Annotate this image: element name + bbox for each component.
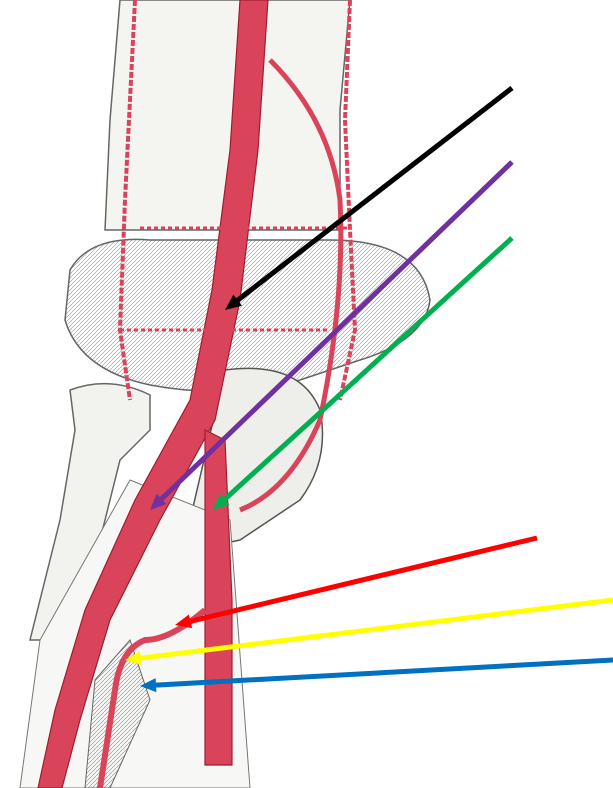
arrow-head [213, 494, 230, 510]
arrow-blue [140, 657, 613, 693]
brachial-artery [37, 0, 269, 788]
collateral-branch-right [338, 0, 358, 401]
collateral-branch-left [117, 0, 137, 401]
arrow-green [213, 236, 514, 510]
tendon [84, 639, 151, 788]
arrow-shaft [155, 657, 613, 688]
arrow-shaft [236, 86, 514, 303]
arrow-purple [150, 160, 514, 510]
anastomosis-line [120, 226, 350, 332]
arrow-head [175, 614, 193, 629]
arrow-head [140, 678, 157, 693]
recurrent-branch [239, 58, 344, 513]
arrow-head [150, 493, 167, 510]
arrows [125, 86, 613, 693]
arrow-shaft [159, 160, 514, 501]
arrow-head [225, 294, 242, 310]
arrow-black [225, 86, 514, 310]
arrow-yellow [125, 597, 613, 665]
arrow-shaft [189, 535, 538, 624]
arrow-shaft [223, 236, 514, 502]
arrow-red [175, 535, 538, 629]
arrow-head [125, 651, 142, 665]
arrow-shaft [140, 597, 613, 661]
